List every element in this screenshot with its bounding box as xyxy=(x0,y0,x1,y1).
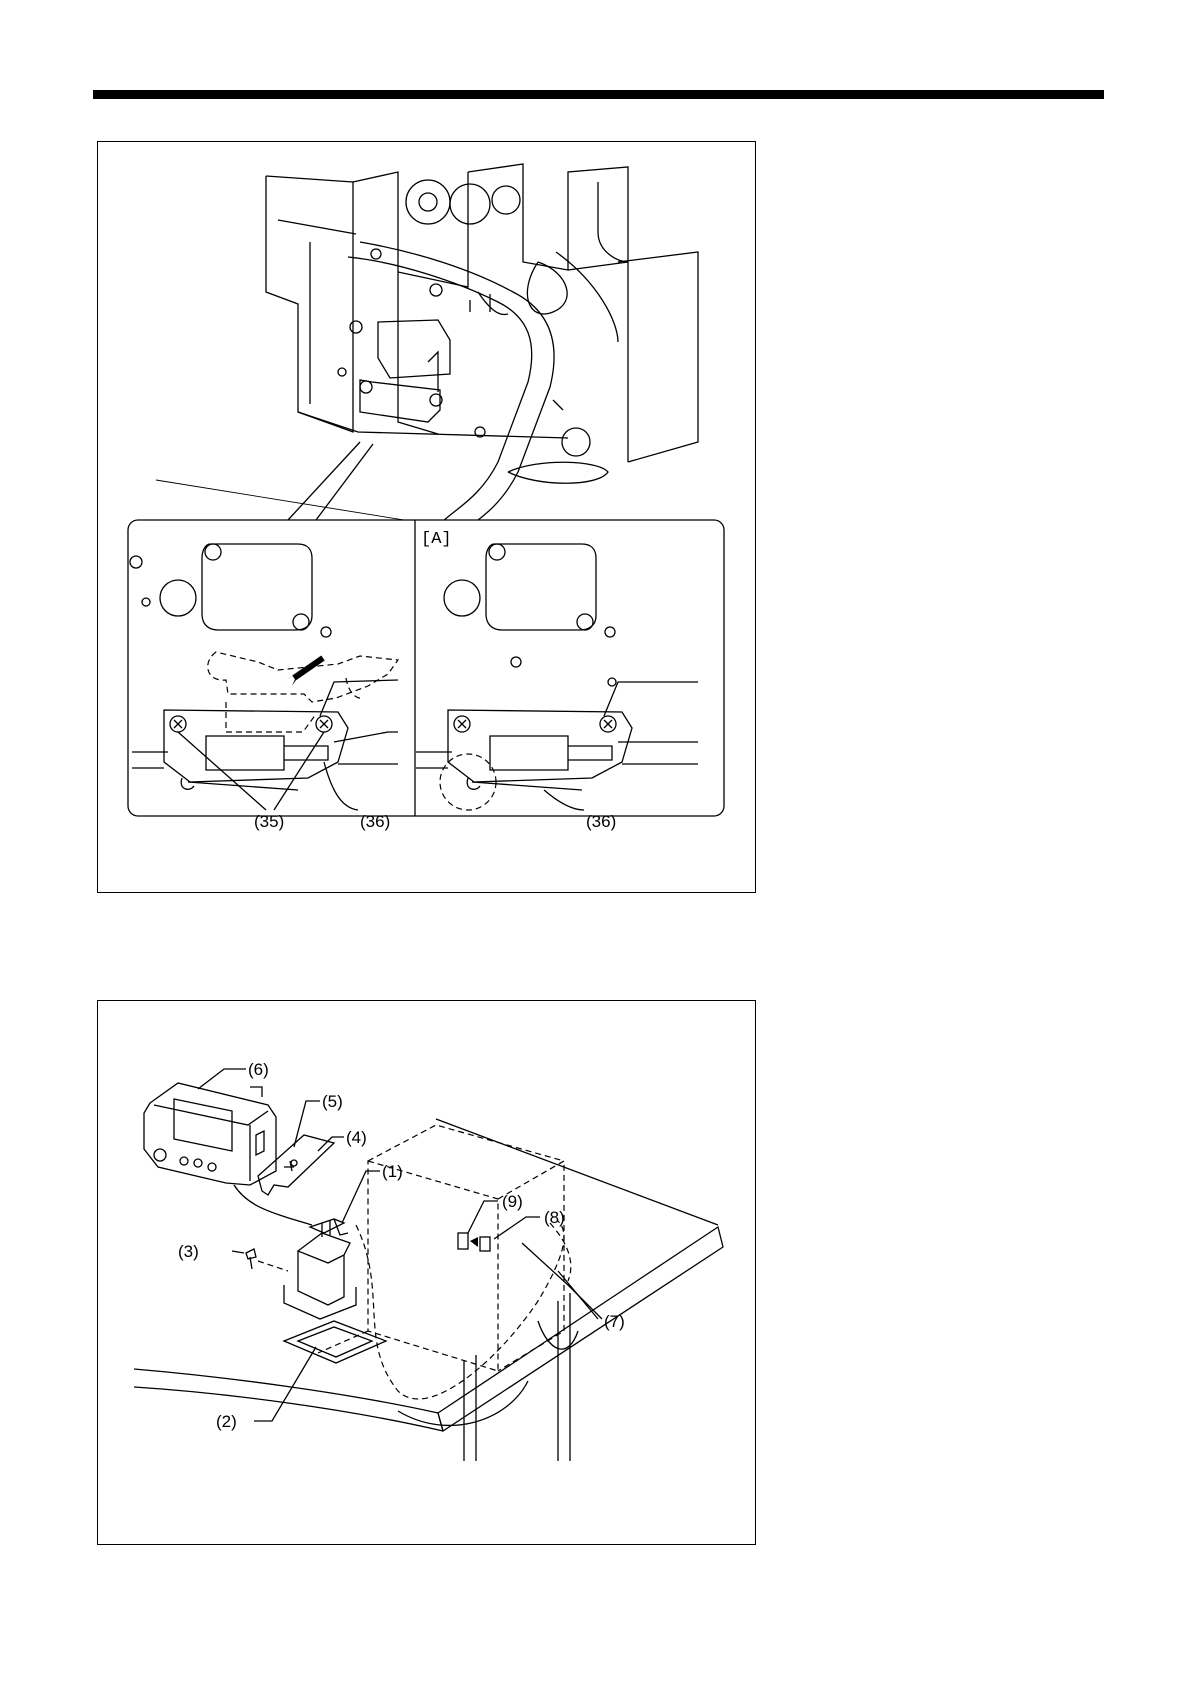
label-36-left: (36) xyxy=(360,812,390,831)
label-2: (2) xyxy=(216,1412,237,1431)
header-rule xyxy=(93,90,1104,99)
label-9: (9) xyxy=(502,1192,523,1211)
label-4: (4) xyxy=(346,1128,367,1147)
figure2-labels: (6) (5) (4) (1) (9) (8) (3) (7) (2) xyxy=(98,1001,757,1546)
label-35: (35) xyxy=(254,812,284,831)
detail-a-label: [A] xyxy=(421,530,452,549)
label-1: (1) xyxy=(382,1162,403,1181)
label-7: (7) xyxy=(604,1312,625,1331)
label-3: (3) xyxy=(178,1242,199,1261)
figure-panel-installation: (6) (5) (4) (1) (9) (8) (3) (7) (2) xyxy=(97,1000,756,1545)
label-5: (5) xyxy=(322,1092,343,1111)
label-6: (6) xyxy=(248,1060,269,1079)
label-8: (8) xyxy=(544,1208,565,1227)
figure1-labels: [A] (35) (36) (36) xyxy=(98,142,757,894)
label-36-right: (36) xyxy=(586,812,616,831)
figure-switch-installation: [A] (35) (36) (36) xyxy=(97,141,756,893)
